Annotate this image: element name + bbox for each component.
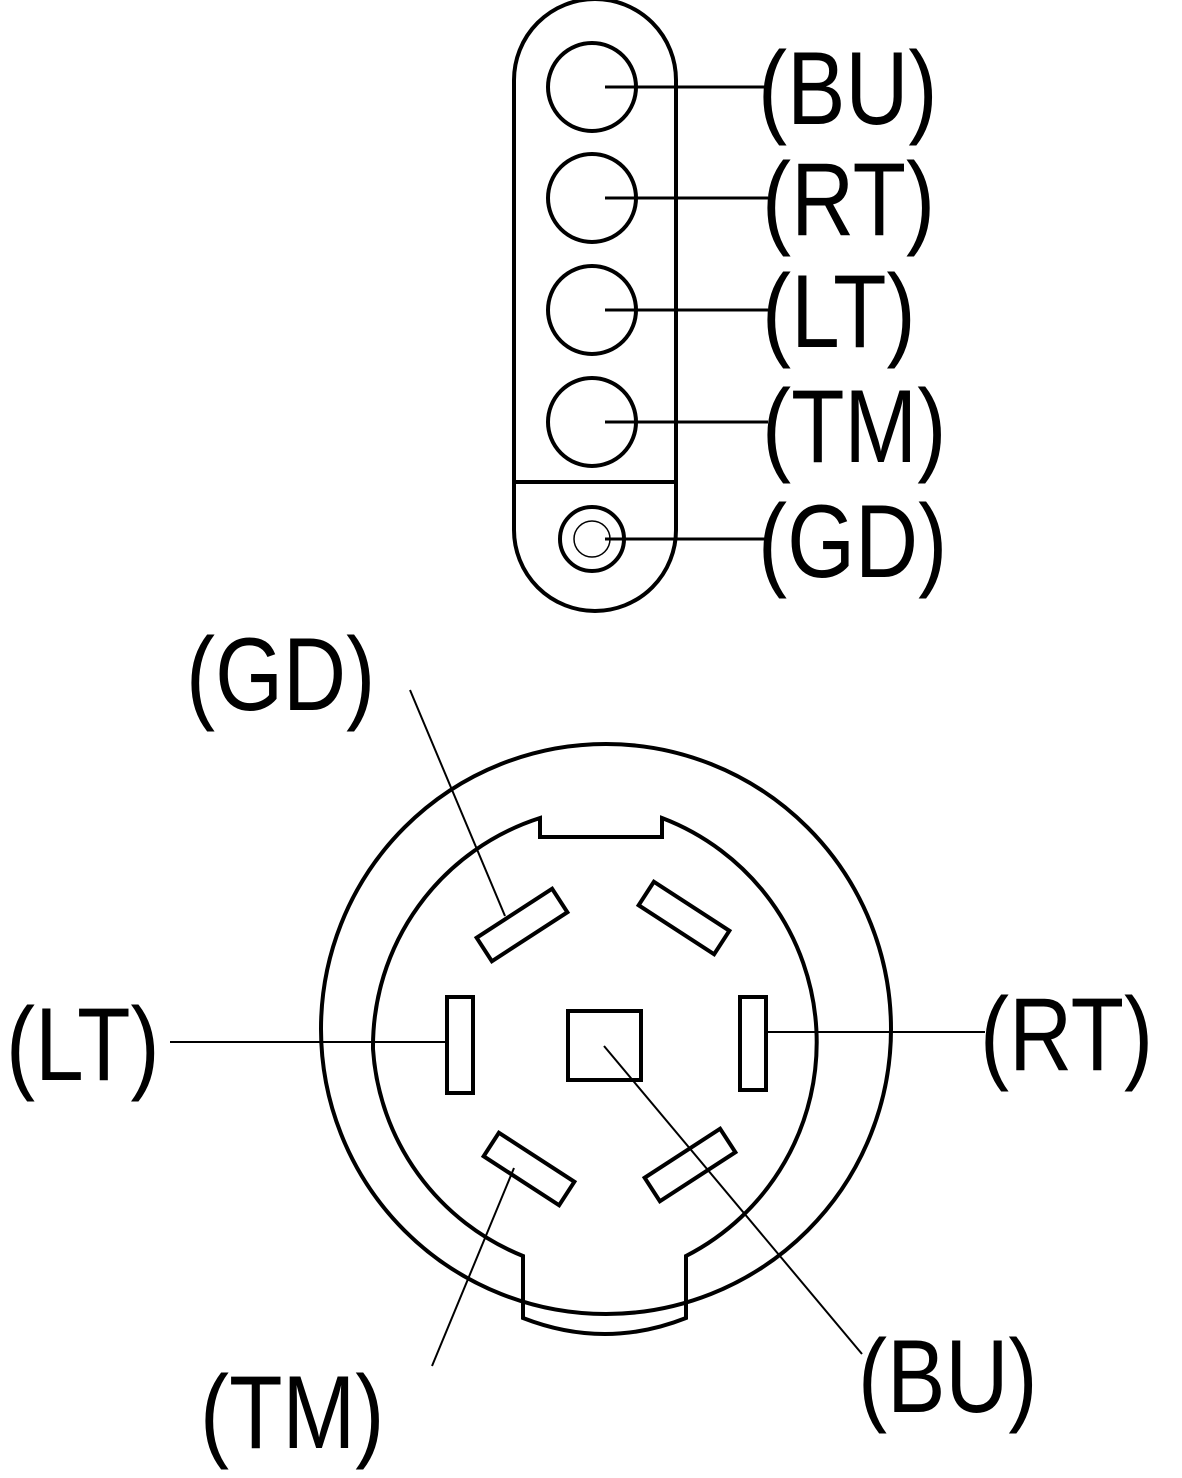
flat-pin-bu [546, 41, 765, 133]
round-pin-rt-blade [738, 995, 768, 1092]
round-pin-lt-label: (LT) [6, 987, 160, 1103]
round-pin-lt [170, 995, 475, 1095]
flat-pin-lt-label: (LT) [762, 254, 916, 370]
flat-pin-gd-label: (GD) [758, 484, 947, 600]
flat-pin-gd [558, 505, 765, 573]
round-connector-inner-ring [370, 815, 819, 1336]
flat-pin-lt [546, 264, 768, 356]
round-pin-tm-label: (TM) [200, 1355, 384, 1471]
round-pin-tm [431, 1129, 578, 1367]
round-pin-bu [566, 1009, 863, 1355]
flat-connector-housing [512, 0, 678, 613]
flat-pin-rt [546, 152, 768, 244]
round-connector: (GD) (LT) (RT) (TM) (BU) [6, 617, 1153, 1471]
flat-pin-rt-label: (RT) [762, 142, 935, 258]
round-pin-tm-blade [480, 1129, 578, 1209]
flat-pin-tm-label: (TM) [762, 369, 946, 485]
flat-pin-bu-label: (BU) [758, 31, 938, 147]
flat-pin-gd-socket-inner [573, 520, 611, 558]
round-pin-bu-label: (BU) [858, 1319, 1038, 1435]
round-pin-bu-leader [603, 1045, 863, 1355]
round-pin-rt-label: (RT) [980, 977, 1153, 1093]
round-pin-bu-terminal [566, 1009, 643, 1082]
round-connector-outer-ring [319, 742, 893, 1316]
flat-pin-tm [546, 376, 768, 468]
round-pin-rt [738, 995, 985, 1092]
round-pin-lt-blade [445, 995, 475, 1095]
round-pin-gd-label: (GD) [186, 617, 375, 733]
round-pin-upper-right-blade [635, 878, 733, 958]
round-pin-gd [409, 689, 571, 965]
round-pin-lower-right-blade [641, 1125, 739, 1205]
round-pin-gd-blade [473, 885, 571, 965]
flat-connector: (BU) (RT) (LT) (TM) (GD) [512, 0, 947, 613]
round-pin-gd-leader [409, 689, 506, 917]
round-pin-tm-leader [431, 1167, 515, 1367]
